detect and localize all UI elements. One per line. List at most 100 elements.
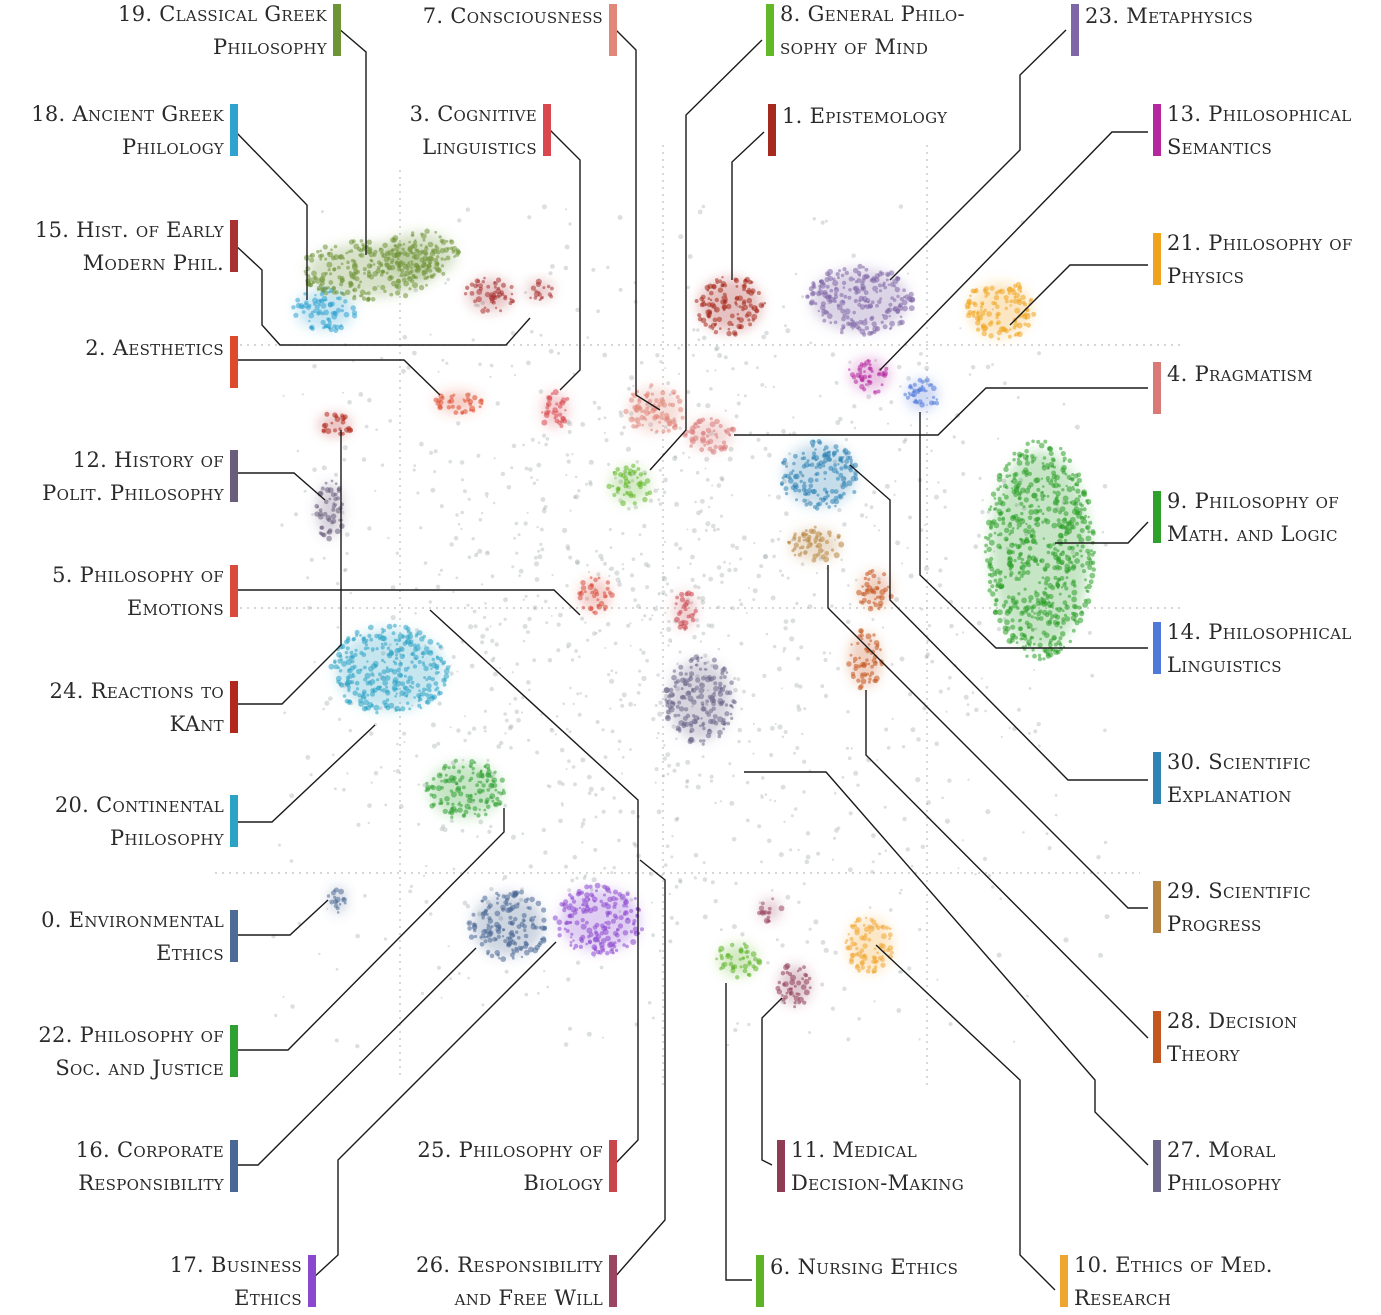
cluster-point xyxy=(788,992,793,996)
cluster-point xyxy=(1044,587,1048,591)
cluster-point xyxy=(856,589,862,596)
cluster-point xyxy=(1066,521,1070,525)
cluster-point xyxy=(328,327,334,333)
scatter-point xyxy=(439,826,444,832)
cluster-point xyxy=(665,714,670,720)
topic-label-line: 28. Decision xyxy=(1167,1009,1298,1033)
scatter-point xyxy=(338,717,342,722)
cluster-point xyxy=(508,892,512,896)
cluster-point xyxy=(841,324,846,329)
cluster-point xyxy=(838,472,844,478)
cluster-point xyxy=(515,930,519,934)
cluster-point xyxy=(346,679,349,683)
scatter-point xyxy=(570,878,575,883)
cluster-point xyxy=(1006,638,1013,644)
cluster-point xyxy=(1068,559,1072,564)
scatter-point xyxy=(534,577,540,582)
scatter-point xyxy=(573,782,577,787)
cluster-point xyxy=(425,688,429,691)
cluster-point xyxy=(436,261,440,265)
cluster-point xyxy=(724,690,730,696)
cluster-point xyxy=(1003,599,1009,605)
cluster-point xyxy=(873,960,878,965)
cluster-point xyxy=(781,461,785,465)
cluster-point xyxy=(440,257,444,261)
scatter-point xyxy=(731,924,737,930)
cluster-point xyxy=(1030,627,1035,632)
scatter-point xyxy=(738,598,742,602)
cluster-point xyxy=(840,273,845,278)
cluster-point xyxy=(858,319,864,325)
scatter-point xyxy=(414,612,417,615)
scatter-point xyxy=(657,592,661,596)
scatter-point xyxy=(704,467,707,470)
cluster-point xyxy=(802,1000,807,1005)
scatter-point xyxy=(756,727,762,732)
cluster-point xyxy=(993,295,1000,301)
cluster-point xyxy=(984,543,988,548)
scatter-point xyxy=(719,928,723,932)
cluster-point xyxy=(825,502,829,506)
cluster-point xyxy=(841,316,846,322)
cluster-point xyxy=(320,319,326,325)
cluster-point xyxy=(361,247,365,252)
cluster-point xyxy=(726,721,731,726)
cluster-point xyxy=(700,417,706,422)
cluster-point xyxy=(417,703,422,708)
cluster-point xyxy=(312,309,317,314)
cluster-point xyxy=(572,939,575,942)
cluster-point xyxy=(819,532,823,536)
cluster-point xyxy=(363,646,368,651)
scatter-point xyxy=(467,555,472,559)
cluster-point xyxy=(1019,501,1024,506)
cluster-point xyxy=(701,431,706,436)
cluster-point xyxy=(729,680,734,685)
scatter-point xyxy=(546,985,550,989)
cluster-point xyxy=(351,239,356,244)
scatter-point xyxy=(456,728,461,733)
cluster-point xyxy=(778,905,785,912)
cluster-point xyxy=(471,766,475,771)
cluster-point xyxy=(580,934,586,940)
cluster-point xyxy=(862,387,867,392)
cluster-point xyxy=(336,911,340,914)
scatter-point xyxy=(612,796,616,800)
scatter-point xyxy=(524,291,528,294)
cluster-point xyxy=(422,272,426,277)
cluster-point xyxy=(473,761,477,764)
cluster-point xyxy=(429,784,435,789)
cluster-point xyxy=(1030,453,1035,459)
cluster-point xyxy=(857,263,863,269)
cluster-point xyxy=(612,904,617,909)
cluster-point xyxy=(975,320,981,326)
scatter-point xyxy=(795,656,801,661)
cluster-point xyxy=(362,636,366,641)
scatter-point xyxy=(461,758,465,762)
scatter-point xyxy=(889,400,894,405)
scatter-point xyxy=(893,493,896,497)
cluster-point xyxy=(641,423,644,427)
cluster-point xyxy=(865,633,872,640)
cluster-point xyxy=(700,706,706,712)
cluster-point xyxy=(1034,477,1041,483)
scatter-point xyxy=(592,631,597,636)
scatter-point xyxy=(729,800,735,806)
cluster-point xyxy=(801,474,805,478)
scatter-point xyxy=(696,328,700,332)
scatter-point xyxy=(574,475,578,479)
scatter-point xyxy=(457,522,461,526)
scatter-point xyxy=(714,345,720,351)
scatter-point xyxy=(699,509,703,513)
cluster-point xyxy=(888,937,891,940)
scatter-point xyxy=(991,363,994,366)
cluster-point xyxy=(848,368,851,371)
scatter-point xyxy=(582,876,587,880)
scatter-point xyxy=(1000,735,1003,739)
scatter-point xyxy=(752,752,755,755)
cluster-point xyxy=(474,792,477,796)
cluster-point xyxy=(422,663,426,667)
scatter-point xyxy=(306,576,310,580)
cluster-point xyxy=(1039,637,1042,641)
scatter-point xyxy=(850,747,853,750)
cluster-point xyxy=(711,675,717,680)
